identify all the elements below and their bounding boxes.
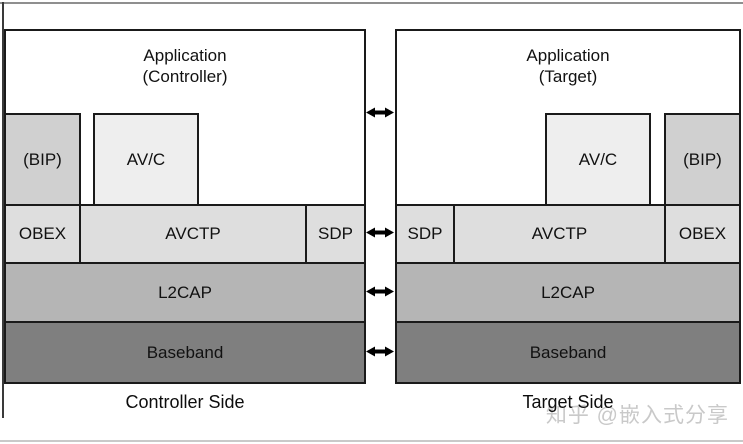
avc-label-controller: AV/C: [126, 149, 166, 169]
frame-bottom-line: [0, 440, 743, 442]
application-controller-line1: Application: [143, 46, 227, 65]
obex-box-target: OBEX: [664, 204, 741, 264]
baseband-label-controller: Baseband: [146, 342, 224, 362]
bip-box-target: (BIP): [664, 113, 741, 206]
avctp-box-target: AVCTP: [453, 204, 666, 264]
double-arrow-icon: [366, 286, 394, 297]
controller-side-label: Controller Side: [125, 392, 245, 412]
application-target-line1: Application: [526, 46, 610, 65]
avctp-label-target: AVCTP: [531, 224, 588, 244]
obex-box-controller: OBEX: [4, 204, 81, 264]
bip-label-controller: (BIP): [23, 149, 62, 169]
double-arrow-icon: [366, 346, 394, 357]
application-controller-line2: (Controller): [142, 67, 228, 87]
frame-left-line: [2, 2, 4, 418]
frame-top-line: [0, 2, 743, 4]
bip-box-controller: (BIP): [4, 113, 81, 206]
sdp-label-target: SDP: [407, 224, 443, 244]
l2cap-box-controller: L2CAP: [4, 262, 366, 323]
baseband-label-target: Baseband: [529, 342, 607, 362]
avc-label-target: AV/C: [578, 149, 618, 169]
l2cap-label-target: L2CAP: [541, 282, 595, 302]
sdp-box-controller: SDP: [305, 204, 366, 264]
avctp-label-controller: AVCTP: [165, 224, 221, 244]
l2cap-box-target: L2CAP: [395, 262, 741, 323]
bip-label-target: (BIP): [683, 149, 722, 169]
target-side-label: Target Side: [522, 392, 614, 412]
l2cap-label-controller: L2CAP: [158, 282, 212, 302]
double-arrow-icon: [366, 107, 394, 118]
obex-label-controller: OBEX: [18, 224, 67, 244]
application-controller-label: Application (Controller): [142, 45, 227, 88]
application-target-line2: (Target): [538, 67, 598, 87]
avc-box-controller: AV/C: [93, 113, 199, 206]
sdp-label-controller: SDP: [318, 224, 353, 244]
obex-label-target: OBEX: [678, 224, 727, 244]
zhihu-watermark: 知乎 @嵌入式分享: [545, 404, 729, 427]
baseband-box-controller: Baseband: [4, 321, 366, 384]
sdp-box-target: SDP: [395, 204, 455, 264]
baseband-box-target: Baseband: [395, 321, 741, 384]
application-target-label: Application (Target): [526, 45, 609, 88]
avctp-box-controller: AVCTP: [79, 204, 307, 264]
avc-box-target: AV/C: [545, 113, 651, 206]
double-arrow-icon: [366, 227, 394, 238]
